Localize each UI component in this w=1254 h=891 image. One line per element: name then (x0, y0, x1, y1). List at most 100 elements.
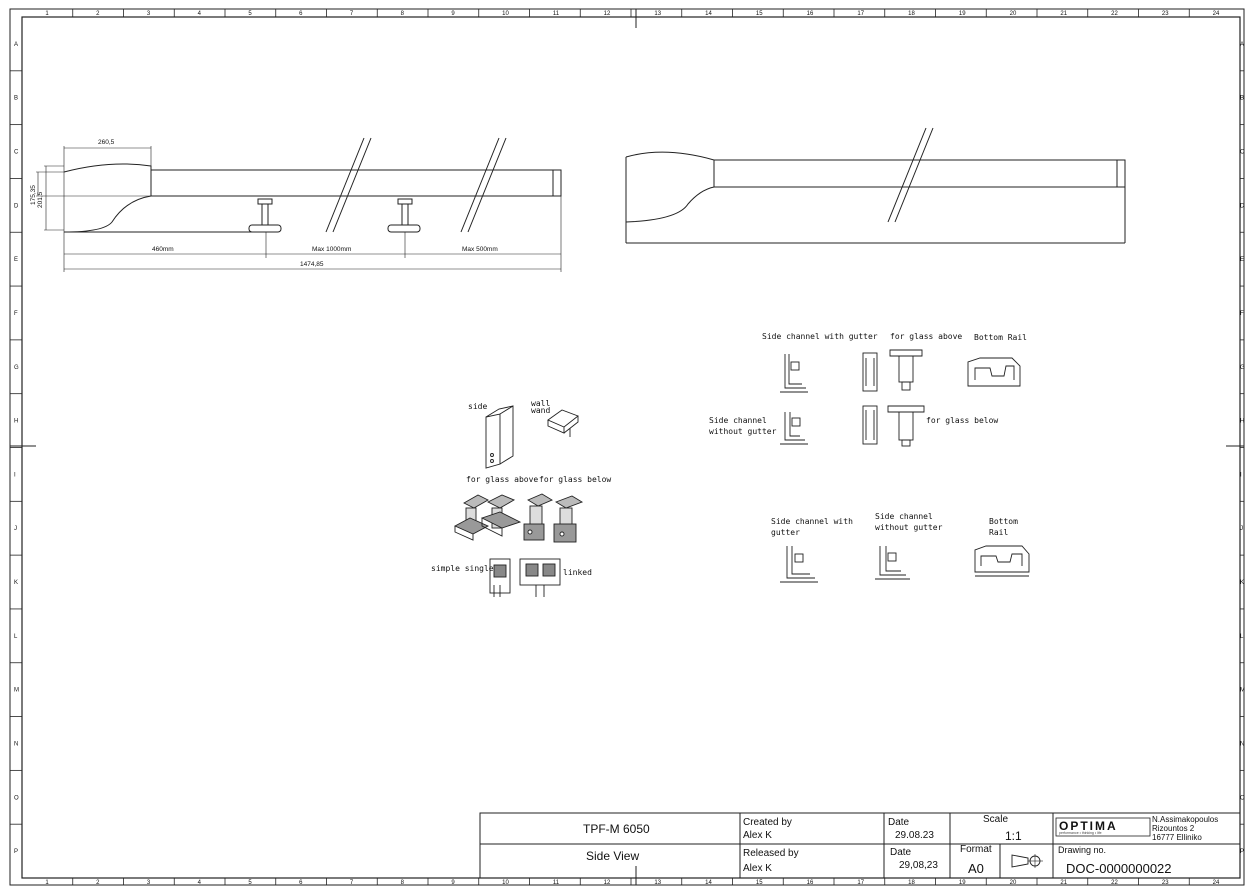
row-letter: K (1240, 580, 1244, 586)
row-letter: M (14, 688, 19, 694)
dim-segment-3: Max 500mm (462, 246, 498, 253)
section-bottom-without-gutter (875, 546, 910, 580)
column-number: 2 (96, 880, 100, 886)
label-bottom-rail-2b: Rail (989, 528, 1008, 537)
column-number: 15 (756, 11, 763, 17)
label-linked: linked (563, 568, 592, 577)
section-side-channel-with-gutter (780, 354, 808, 393)
row-letter: G (14, 365, 19, 371)
column-number: 13 (654, 11, 661, 17)
profile-sections-top (780, 349, 1021, 447)
column-number: 9 (451, 880, 455, 886)
label-bottom-without-gutter-1: Side channel (875, 512, 933, 521)
column-number: 3 (147, 11, 151, 17)
column-number: 13 (654, 880, 661, 886)
label-for-glass-below: for glass below (539, 475, 611, 484)
format-value: A0 (968, 861, 984, 876)
row-letter: F (14, 311, 18, 317)
column-number: 17 (857, 11, 864, 17)
column-number: 8 (401, 880, 405, 886)
row-letter: D (1240, 203, 1245, 209)
dim-height-outer: 201,5 (37, 191, 44, 208)
column-number: 20 (1010, 880, 1017, 886)
company-line-2: Rizountos 2 (1152, 824, 1195, 833)
label-without-gutter: without gutter (709, 427, 777, 436)
section-for-glass-below-1 (862, 405, 878, 445)
dim-segment-1: 460mm (152, 246, 174, 253)
drawing-no-label: Drawing no. (1058, 845, 1107, 855)
row-letter: M (1240, 688, 1245, 694)
row-letter: A (1240, 42, 1244, 48)
scale-value: 1:1 (1005, 829, 1022, 843)
section-for-glass-below-2 (887, 405, 925, 447)
row-letter: L (1240, 634, 1244, 640)
label-bottom-without-gutter-2: without gutter (875, 523, 943, 532)
date-label-2: Date (890, 847, 912, 858)
row-letter: F (1240, 311, 1244, 317)
column-number: 12 (604, 11, 611, 17)
column-number: 7 (350, 11, 354, 17)
row-letter: H (14, 419, 18, 425)
date-label-1: Date (888, 817, 910, 828)
released-by-value: Alex K (743, 863, 772, 874)
row-letter: C (1240, 150, 1245, 156)
side-view-dimension-text: 260,5 201,5 175,35 460mm Max 1000mm Max … (30, 139, 498, 268)
label-bottom-rail-2a: Bottom (989, 517, 1018, 526)
column-number: 3 (147, 880, 151, 886)
column-number: 24 (1213, 11, 1220, 17)
label-for-glass-above-top: for glass above (890, 332, 962, 341)
column-number: 17 (857, 880, 864, 886)
profile-linked (519, 558, 561, 597)
bracket-detail-labels: side wall wand for glass above for glass… (431, 399, 611, 577)
column-number: 22 (1111, 11, 1118, 17)
plan-view-drawing (625, 127, 1126, 244)
scale-label: Scale (983, 814, 1009, 825)
label-side: side (468, 402, 487, 411)
row-letter: B (14, 96, 18, 102)
row-letter: H (1240, 419, 1244, 425)
row-letter: P (14, 849, 18, 855)
column-number: 11 (553, 880, 560, 886)
row-letter: A (14, 42, 18, 48)
fitting-glass-above-2 (480, 494, 522, 537)
dim-total: 1474,85 (300, 261, 324, 268)
column-number: 16 (807, 880, 814, 886)
column-number: 14 (705, 11, 712, 17)
row-letter: E (14, 257, 18, 263)
title-block (479, 812, 1241, 879)
row-letter: B (1240, 96, 1244, 102)
column-number: 19 (959, 880, 966, 886)
column-number: 1 (45, 880, 49, 886)
column-number: 6 (299, 11, 303, 17)
column-number: 21 (1060, 11, 1067, 17)
format-label: Format (960, 844, 992, 855)
drawing-no-value: DOC-0000000022 (1066, 861, 1172, 876)
column-number: 5 (248, 880, 252, 886)
row-letter: N (14, 741, 18, 747)
column-number: 23 (1162, 11, 1169, 17)
section-for-glass-above-1 (862, 352, 878, 392)
column-number: 21 (1060, 880, 1067, 886)
row-letter: E (1240, 257, 1244, 263)
row-letter: P (1240, 849, 1244, 855)
fitting-glass-below-2 (553, 495, 584, 543)
column-number: 6 (299, 880, 303, 886)
row-letter: N (1240, 741, 1244, 747)
centering-marks (10, 9, 1244, 885)
label-bottom-rail: Bottom Rail (974, 333, 1027, 342)
label-for-glass-below-top: for glass below (926, 416, 998, 425)
row-letter: D (14, 203, 19, 209)
label-for-glass-above: for glass above (466, 475, 538, 484)
row-letter: K (14, 580, 18, 586)
part-number: TPF-M 6050 (583, 822, 650, 836)
created-by-label: Created by (743, 817, 792, 828)
row-letter: G (1240, 365, 1245, 371)
column-number: 14 (705, 880, 712, 886)
section-for-glass-above-2 (889, 349, 923, 391)
company-logo: OPTIMA (1059, 819, 1118, 833)
column-number: 15 (756, 880, 763, 886)
column-number: 23 (1162, 880, 1169, 886)
column-number: 24 (1213, 880, 1220, 886)
company-line-3: 16777 Elliniko (1152, 833, 1202, 842)
